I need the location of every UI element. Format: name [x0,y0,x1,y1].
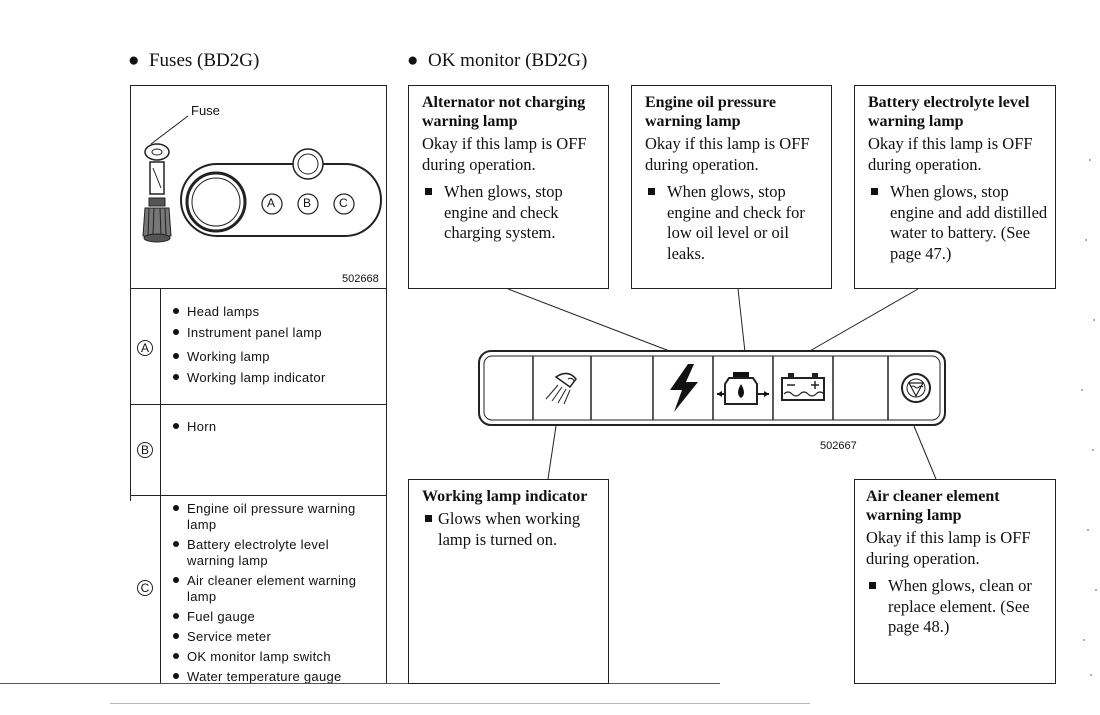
fuse-row-b: B Horn [130,405,387,495]
callout-air-cleaner: Air cleaner element warning lamp Okay if… [854,479,1056,684]
bottom-rule [0,683,720,684]
ok-monitor-frame [478,350,946,426]
fuse-row-separator-ab [130,404,387,405]
fuse-a-label: A [267,196,276,210]
ok-monitor-heading: ● OK monitor (BD2G) [407,50,587,72]
fuse-panel-illustration [142,115,382,243]
fuse-item: Horn [165,419,380,435]
bottom-rule-faint [110,703,810,704]
callout-battery-action: When glows, stop engine and add distille… [868,182,1050,264]
battery-icon [781,373,825,401]
oil-can-icon [717,372,769,405]
fuse-row-a: A Head lamps Instrument panel lamp Worki… [130,289,387,404]
fuse-item: Working lamp [165,349,380,365]
fuse-item: Engine oil pressure warning lamp [165,501,380,533]
fuse-row-a-letter: A [137,340,153,356]
bullet-dot: ● [128,50,149,71]
callout-engine-oil-status: Okay if this lamp is OFF during operatio… [645,134,810,174]
fuse-item: OK monitor lamp switch [165,649,380,665]
fuse-item: Air cleaner element warning lamp [165,573,380,605]
fuse-item: Water temperature gauge [165,669,380,685]
figure-number: 502668 [342,273,379,285]
fuse-item: Working lamp indicator [165,370,380,386]
fuse-item: Fuel gauge [165,609,380,625]
fuse-item: Instrument panel lamp [165,325,380,341]
fuse-label: Fuse [191,103,220,118]
fuse-item: Head lamps [165,304,380,320]
callout-battery: Battery electrolyte level warning lamp O… [854,85,1056,289]
fuse-row-b-items: Horn [165,419,380,435]
callout-engine-oil-action: When glows, stop engine and check for lo… [645,182,817,264]
fuse-item: Battery electrolyte level warning lamp [165,537,380,569]
ok-monitor-heading-text: OK monitor (BD2G) [427,50,588,71]
callout-engine-oil: Engine oil pressure warning lamp Okay if… [631,85,832,289]
fuse-table-divider [160,289,161,684]
fuse-c-label: C [339,196,348,210]
callout-working-lamp-action: Glows when working lamp is turned on. [422,509,608,550]
ok-monitor-panel [478,350,946,426]
callout-alternator: Alternator not charging warning lamp Oka… [408,85,609,289]
fuse-row-separator-bc [130,495,387,496]
callout-engine-oil-title: Engine oil pressure warning lamp [645,94,776,130]
callout-air-cleaner-status: Okay if this lamp is OFF during operatio… [866,528,1031,568]
fuse-row-c-items: Engine oil pressure warning lamp Battery… [165,501,380,685]
bullet-dot: ● [407,50,428,71]
fuses-heading-text: Fuses (BD2G) [148,50,260,71]
fuse-row-c: C Engine oil pressure warning lamp Batte… [130,496,387,684]
fuse-figure: Fuse A B C 502668 [130,85,387,289]
scan-edge-noise [1081,159,1097,676]
callout-alternator-title: Alternator not charging warning lamp [422,94,586,130]
callout-air-cleaner-title: Air cleaner element warning lamp [866,488,1000,524]
callout-alternator-action: When glows, stop engine and check chargi… [422,182,594,244]
air-cleaner-icon [901,373,931,403]
fuse-row-a-items: Head lamps Instrument panel lamp Working… [165,304,380,386]
callout-battery-title: Battery electrolyte level warning lamp [868,94,1030,130]
callout-working-lamp: Working lamp indicator Glows when workin… [408,479,609,684]
working-lamp-icon [545,372,577,405]
callout-working-lamp-title: Working lamp indicator [422,488,588,505]
ok-monitor-figure-number: 502667 [820,440,857,452]
fuse-row-b-letter: B [137,442,153,458]
fuse-table-left-border [130,289,131,501]
callout-air-cleaner-action: When glows, clean or replace element. (S… [866,576,1048,638]
fuse-item: Service meter [165,629,380,645]
fuses-heading: ● Fuses (BD2G) [128,50,259,72]
callout-alternator-status: Okay if this lamp is OFF during operatio… [422,134,587,174]
fuse-row-c-letter: C [137,580,153,596]
callout-battery-status: Okay if this lamp is OFF during operatio… [868,134,1033,174]
fuse-b-label: B [303,196,312,210]
fuse-table-right-border [386,289,387,684]
lightning-icon [670,364,698,412]
